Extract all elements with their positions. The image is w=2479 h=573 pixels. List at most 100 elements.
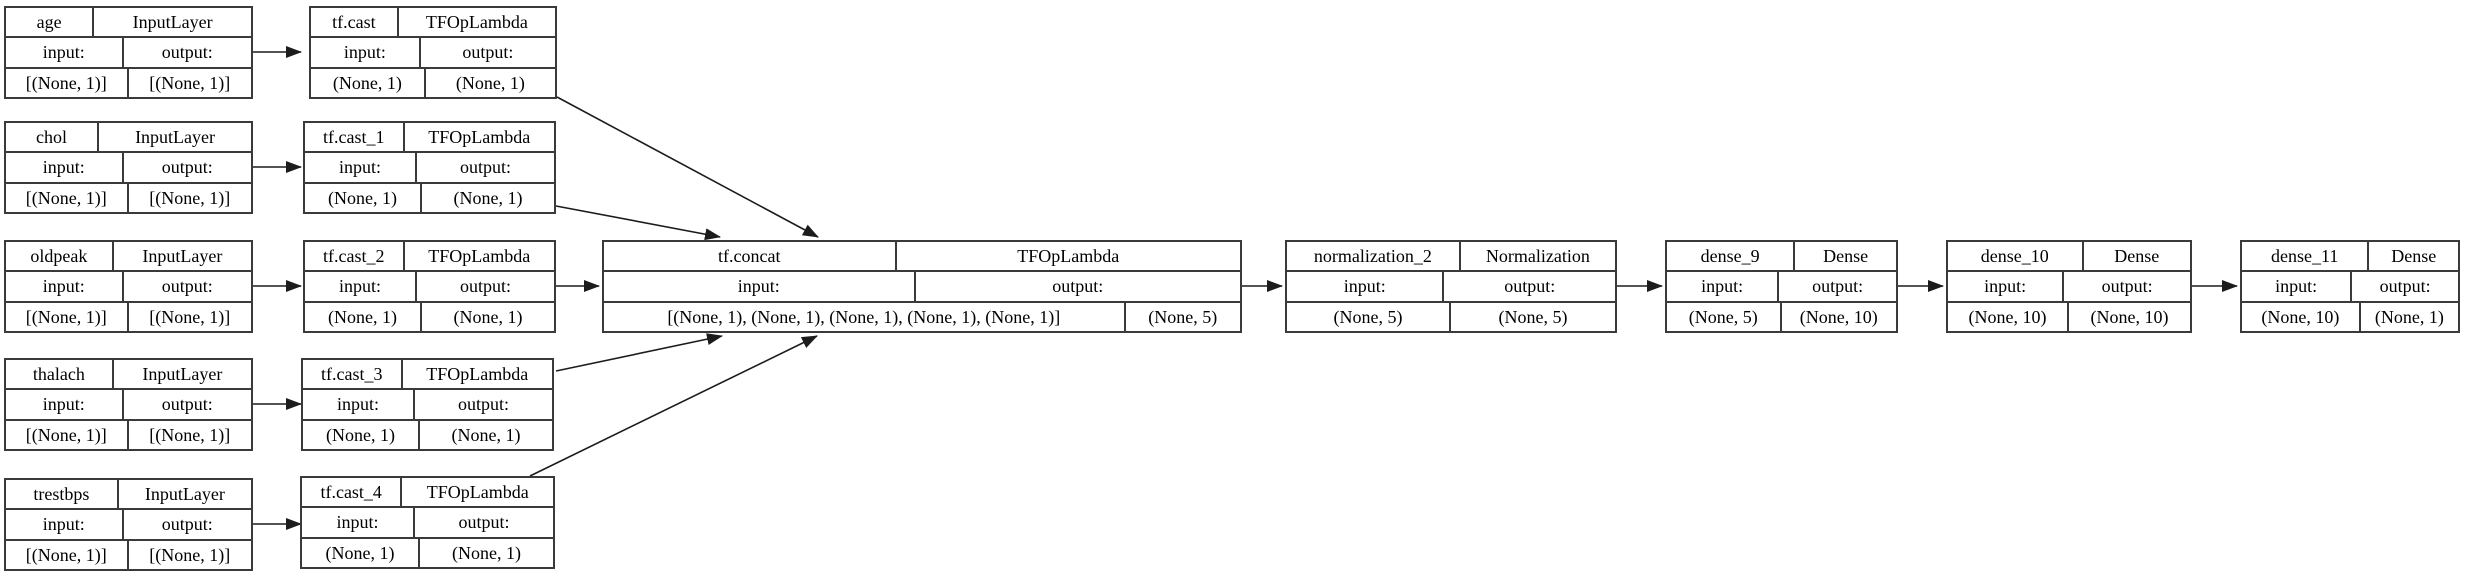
output-label-cell: output:	[2101, 276, 2153, 297]
input-shape-cell: [(None, 1), (None, 1), (None, 1), (None,…	[604, 302, 1126, 331]
edge-cast1-to-concat	[555, 205, 721, 241]
output-label-cell: output:	[460, 157, 512, 178]
layer-type-cell: TFOpLambda	[1017, 246, 1120, 267]
output-shape-cell: (None, 1)	[2374, 306, 2444, 327]
layer-name-cell: normalization_2	[1287, 242, 1461, 271]
input-shape-cell: (None, 1)	[305, 302, 423, 331]
input-shape-cell: [(None, 1)]	[6, 302, 129, 331]
output-shape-cell: [(None, 1)]	[149, 72, 231, 93]
layer-name-cell: tf.cast_3	[303, 360, 403, 389]
input-shape-cell: (None, 10)	[2242, 302, 2361, 331]
node-dense-10: dense_10 Dense input: output: (None, 10) (N…	[1946, 240, 2192, 333]
output-label-cell: output:	[458, 394, 510, 415]
layer-type-cell: TFOpLambda	[428, 246, 531, 267]
input-label-cell: input:	[303, 390, 416, 419]
output-shape-cell: (None, 1)	[453, 306, 523, 327]
node-tf-cast-2: tf.cast_2 TFOpLambda input: output: (None,…	[303, 240, 556, 333]
layer-name-cell: tf.concat	[604, 242, 897, 271]
output-shape-cell: (None, 1)	[455, 72, 525, 93]
output-label-cell: output:	[458, 512, 510, 533]
output-shape-cell: (None, 5)	[1148, 306, 1218, 327]
input-label-cell: input:	[305, 153, 418, 182]
input-shape-cell: (None, 5)	[1667, 302, 1782, 331]
output-shape-cell: [(None, 1)]	[149, 306, 231, 327]
layer-name-cell: tf.cast_1	[305, 123, 405, 152]
layer-name-cell: dense_10	[1948, 242, 2084, 271]
output-label-cell: output:	[462, 42, 514, 63]
input-label-cell: input:	[311, 38, 421, 67]
layer-name-cell: tf.cast_2	[305, 242, 405, 271]
input-shape-cell: (None, 1)	[311, 68, 426, 97]
layer-type-cell: Dense	[2391, 246, 2437, 267]
input-shape-cell: [(None, 1)]	[6, 68, 129, 97]
layer-name-cell: chol	[6, 123, 100, 152]
input-label-cell: input:	[6, 272, 124, 301]
input-shape-cell: [(None, 1)]	[6, 420, 129, 449]
input-label-cell: input:	[2242, 272, 2353, 301]
output-shape-cell: (None, 1)	[451, 424, 521, 445]
layer-type-cell: TFOpLambda	[425, 12, 528, 33]
output-label-cell: output:	[1812, 276, 1864, 297]
edge-cast-to-concat	[556, 96, 819, 238]
layer-type-cell: InputLayer	[142, 246, 223, 267]
layer-type-cell: InputLayer	[135, 127, 216, 148]
layer-type-cell: TFOpLambda	[426, 482, 529, 503]
node-normalization-2: normalization_2 Normalization input: outpu…	[1285, 240, 1617, 333]
layer-name-cell: trestbps	[6, 480, 119, 509]
layer-type-cell: Dense	[1823, 246, 1869, 267]
edge-cast4-to-concat	[529, 335, 818, 477]
output-label-cell: output:	[460, 276, 512, 297]
input-shape-cell: (None, 5)	[1287, 302, 1451, 331]
input-label-cell: input:	[6, 510, 124, 539]
node-tf-cast-1: tf.cast_1 TFOpLambda input: output: (None,…	[303, 121, 556, 214]
input-label-cell: input:	[305, 272, 418, 301]
input-label-cell: input:	[6, 390, 124, 419]
node-tf-concat: tf.concat TFOpLambda input: output: [(None…	[602, 240, 1242, 333]
output-label-cell: output:	[161, 394, 213, 415]
node-tf-cast-3: tf.cast_3 TFOpLambda input: output: (None,…	[301, 358, 554, 451]
layer-type-cell: InputLayer	[144, 484, 225, 505]
input-shape-cell: (None, 1)	[305, 183, 423, 212]
input-label-cell: input:	[604, 272, 916, 301]
input-label-cell: input:	[6, 153, 124, 182]
output-label-cell: output:	[1052, 276, 1104, 297]
input-label-cell: input:	[6, 38, 124, 67]
output-shape-cell: (None, 10)	[1799, 306, 1878, 327]
output-shape-cell: (None, 1)	[453, 187, 523, 208]
input-label-cell: input:	[1667, 272, 1780, 301]
output-shape-cell: [(None, 1)]	[149, 544, 231, 565]
layer-type-cell: Dense	[2114, 246, 2160, 267]
layer-type-cell: TFOpLambda	[428, 127, 531, 148]
node-thalach-inputlayer: thalach InputLayer input: output: [(None, …	[4, 358, 253, 451]
input-shape-cell: (None, 1)	[303, 420, 421, 449]
output-shape-cell: [(None, 1)]	[149, 187, 231, 208]
layer-type-cell: Normalization	[1485, 246, 1590, 267]
output-label-cell: output:	[2379, 276, 2431, 297]
input-label-cell: input:	[1287, 272, 1445, 301]
output-shape-cell: [(None, 1)]	[149, 424, 231, 445]
node-trestbps-inputlayer: trestbps InputLayer input: output: [(None,…	[4, 478, 253, 571]
input-shape-cell: [(None, 1)]	[6, 183, 129, 212]
input-shape-cell: [(None, 1)]	[6, 540, 129, 569]
output-label-cell: output:	[1504, 276, 1556, 297]
layer-name-cell: age	[6, 8, 95, 37]
layer-name-cell: oldpeak	[6, 242, 114, 271]
edge-cast3-to-concat	[555, 333, 723, 372]
output-shape-cell: (None, 10)	[2090, 306, 2169, 327]
output-label-cell: output:	[161, 514, 213, 535]
input-label-cell: input:	[1948, 272, 2065, 301]
layer-type-cell: TFOpLambda	[426, 364, 529, 385]
layer-name-cell: thalach	[6, 360, 114, 389]
input-shape-cell: (None, 10)	[1948, 302, 2069, 331]
output-shape-cell: (None, 5)	[1498, 306, 1568, 327]
layer-type-cell: InputLayer	[142, 364, 223, 385]
output-label-cell: output:	[161, 157, 213, 178]
